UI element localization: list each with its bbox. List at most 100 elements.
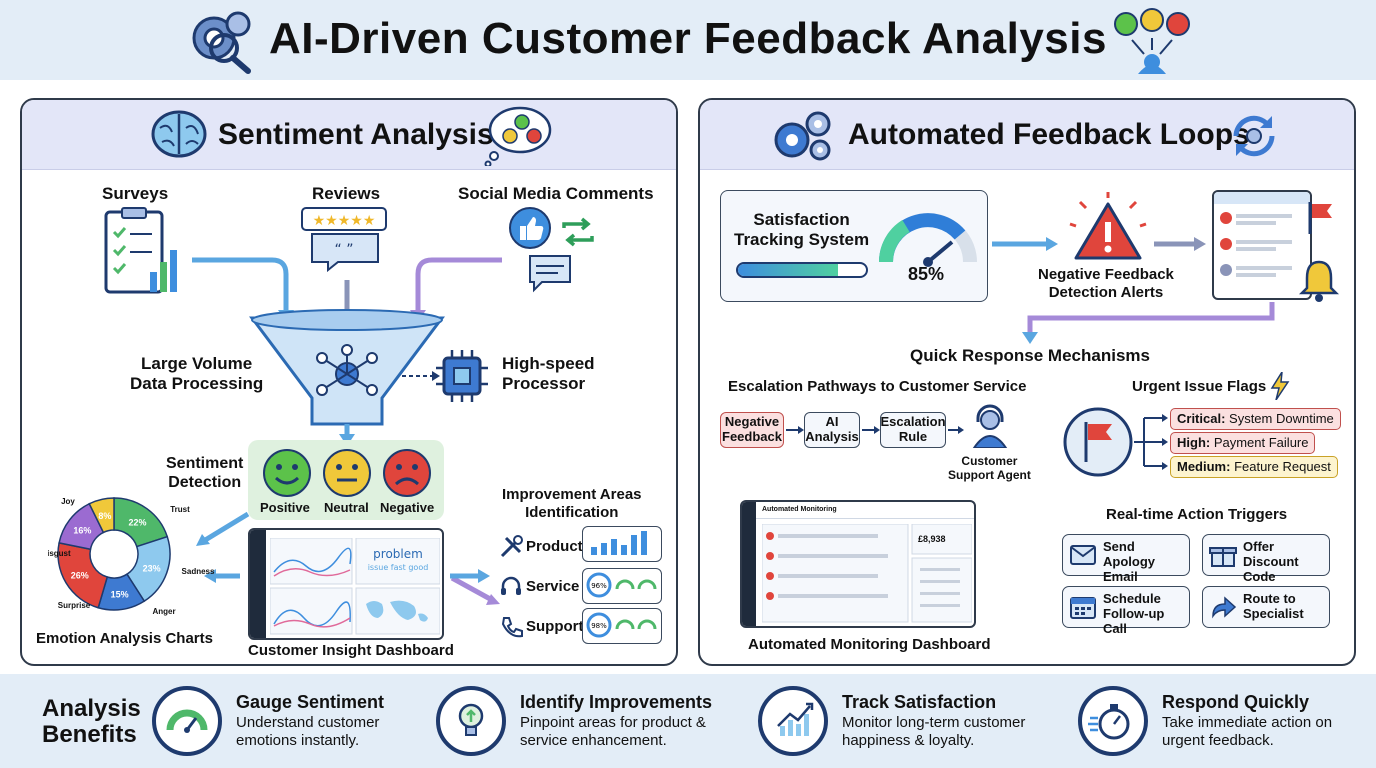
gear-magnifier-icon (192, 11, 251, 74)
emotion-value-anger: 26% (71, 571, 89, 581)
insight-dashboard: problem issue fast good (248, 528, 444, 640)
agent-label: Customer Support Agent (948, 454, 1031, 482)
trigger-route-specialist-label: Route to Specialist (1243, 591, 1304, 621)
envelope-icon (1070, 545, 1096, 565)
insight-dashboard-label: Customer Insight Dashboard (248, 642, 454, 659)
escalation-title: Escalation Pathways to Customer Service (728, 378, 1027, 395)
alert-to-panel-arrow (1154, 237, 1206, 251)
neutral-face-icon (323, 449, 371, 497)
clipboard-chart-icon (104, 207, 177, 294)
trigger-schedule-followup-label: Schedule Follow-up Call (1103, 591, 1165, 636)
area-service-label: Service (526, 578, 580, 595)
processor-label: High-speed Processor (502, 354, 595, 394)
flow-arrows-side (204, 569, 240, 583)
processor-chip-icon (436, 350, 488, 402)
monitoring-label: Automated Monitoring Dashboard (748, 636, 991, 653)
svg-text:“ ”: “ ” (335, 242, 354, 258)
gauge-icon (878, 213, 977, 267)
area-product-label: Product (526, 538, 583, 555)
lightning-icon (1270, 372, 1290, 400)
tracking-progress-bar (736, 262, 868, 278)
benefit-stopwatch-circle (1078, 686, 1148, 756)
calendar-icon (1070, 597, 1096, 619)
emotion-label-anger: Anger (152, 607, 175, 616)
emotion-label-surprise: Surprise (58, 601, 91, 610)
urgent-flag-text: System Downtime (1225, 411, 1334, 426)
thumbs-up-icon (509, 207, 551, 249)
trigger-route-specialist[interactable]: Route to Specialist (1202, 586, 1330, 628)
headset-icon (501, 576, 521, 595)
tools-icon (500, 535, 523, 558)
emotion-chart-label: Emotion Analysis Charts (36, 630, 213, 647)
urgent-flag-high: High: Payment Failure (1170, 432, 1316, 454)
positive-face-icon (263, 449, 311, 497)
area-support-label: Support (526, 618, 584, 635)
headset-agent-icon (972, 404, 1008, 448)
bell-icon (1298, 260, 1340, 302)
emotion-donut-chart: 22%Joy23%Trust15%Sadness26%Anger16%Surpr… (48, 497, 215, 616)
brain-icon (151, 110, 207, 158)
urgent-flag-text: Payment Failure (1210, 435, 1309, 450)
quick-response-label: Quick Response Mechanisms (910, 346, 1150, 365)
benefit-3-desc: Monitor long-term customer happiness & l… (842, 714, 1026, 749)
source-social-label: Social Media Comments (458, 184, 654, 203)
trigger-offer-discount[interactable]: Offer Discount Code (1202, 534, 1330, 584)
urgent-flag-level: Critical: (1177, 411, 1226, 426)
benefit-gauge-circle (152, 686, 222, 756)
lightbulb-icon (458, 703, 484, 736)
benefit-1-desc: Understand customer emotions instantly. (236, 714, 380, 749)
sentiment-title: Sentiment Analysis (218, 118, 494, 151)
urgent-flag-critical: Critical: System Downtime (1170, 408, 1341, 430)
emotion-label-trust: Trust (170, 505, 190, 514)
svg-text:★★★★★: ★★★★★ (313, 213, 376, 229)
escalation-arrows (786, 426, 964, 434)
benefit-4-title: Respond Quickly (1162, 692, 1310, 712)
positive-label: Positive (260, 500, 310, 515)
emotion-value-joy: 22% (129, 518, 147, 528)
triggers-title: Real-time Action Triggers (1106, 506, 1288, 523)
loops-panel-header (700, 100, 1354, 170)
forward-arrow-icon (1212, 596, 1237, 619)
stars-review-icon: ★★★★★ “ ” (301, 207, 387, 272)
page-title: AI-Driven Customer Feedback Analysis (269, 14, 1107, 63)
emotion-label-sadness: Sadness (182, 567, 215, 576)
emoji-faces-icon (1114, 8, 1190, 74)
thought-bubble-icon (484, 106, 552, 166)
gauge-icon (166, 709, 208, 733)
tracking-box (720, 190, 988, 302)
urgent-flag-medium: Medium: Feature Request (1170, 456, 1338, 478)
benefit-1-title: Gauge Sentiment (236, 692, 385, 712)
flow-arrows-right (450, 569, 490, 583)
tracking-to-alert-arrow (992, 237, 1058, 251)
benefit-growth-circle (758, 686, 828, 756)
negative-face-icon (383, 449, 431, 497)
step-ai-analysis: AI Analysis (804, 412, 860, 448)
processing-label: Large Volume Data Processing (130, 354, 264, 394)
urgent-flag-text: Feature Request (1230, 459, 1331, 474)
emotion-label-joy: Joy (61, 497, 75, 506)
loops-panel: Automated Feedback Loops Satisfaction Tr… (698, 98, 1356, 666)
gears-icon (774, 111, 831, 161)
trigger-schedule-followup[interactable]: Schedule Follow-up Call (1062, 586, 1190, 636)
emotion-value-surprise: 16% (73, 526, 91, 536)
benefit-2-desc: Pinpoint areas for product & service enh… (520, 714, 706, 749)
funnel-flow (192, 257, 502, 446)
emotion-slice-anger (57, 541, 109, 609)
step-negative-feedback: Negative Feedback (720, 412, 784, 448)
service-gauge-value: 96% (591, 582, 607, 590)
urgent-title: Urgent Issue Flags (1132, 378, 1267, 395)
emotion-value-sadness: 15% (111, 590, 129, 600)
emotion-label-disgust: Disgust (48, 549, 71, 558)
source-reviews-label: Reviews (312, 184, 381, 203)
detection-label: Sentiment Detection (166, 455, 244, 492)
trigger-send-apology[interactable]: Send Apology Email (1062, 534, 1190, 584)
retweet-icon (562, 217, 594, 247)
refresh-cycle-icon (1233, 115, 1275, 157)
support-mini-gauges: 98% (582, 608, 662, 644)
sentiment-panel: Sentiment Analysis Surveys Reviews Socia… (20, 98, 678, 666)
flag-icon (1063, 407, 1133, 477)
alerts-label: Negative Feedback Detection Alerts (1038, 266, 1174, 301)
gauge-value: 85% (908, 264, 945, 284)
stopwatch-icon (1088, 704, 1130, 740)
flag-branches (1134, 414, 1168, 470)
